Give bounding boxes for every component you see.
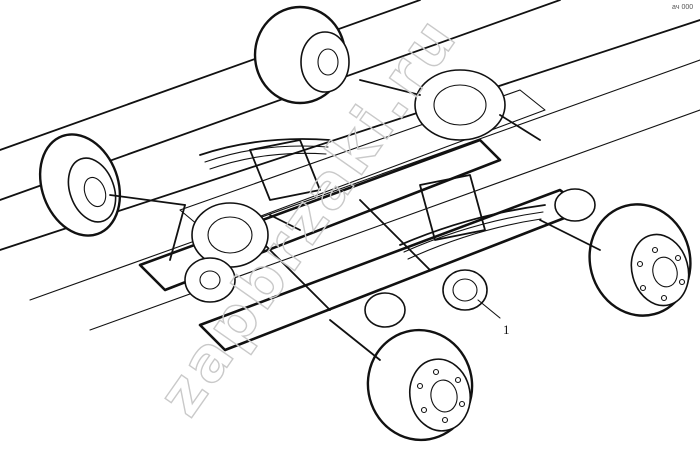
road-line-1: [0, 0, 421, 151]
spring-right-3: [407, 218, 542, 260]
frame-rail-left: [138, 138, 502, 292]
hub-bolts-right: [636, 246, 686, 302]
differential-rear: [359, 69, 541, 141]
hub-carrier-bottom: [329, 292, 406, 361]
axle-links-left: [169, 204, 301, 261]
hub-center-front-left: [83, 176, 107, 208]
callout-label-1: 1: [503, 322, 510, 337]
wheel-top: [253, 5, 350, 105]
differential-left: [169, 202, 301, 303]
diff-cover-left: [207, 216, 253, 254]
spring-right-1: [399, 204, 546, 246]
diff-cover-rear: [433, 84, 487, 126]
road-line-4: [29, 59, 700, 301]
spring-top-1: [199, 138, 331, 156]
carrier-body-right: [554, 188, 596, 222]
frame-crossmember-1: [259, 239, 331, 311]
brake-center-left: [199, 270, 221, 290]
brake-chamber-body: [442, 269, 488, 311]
hanger-center: [419, 174, 486, 241]
brake-chamber: [442, 269, 488, 311]
callout-1: 1: [477, 299, 510, 337]
frame-crossmember-2: [359, 199, 431, 271]
spring-right-2: [403, 211, 544, 253]
spring-top-2: [204, 145, 329, 163]
axle-shaft-right: [539, 219, 601, 251]
hub-center-top: [317, 48, 339, 76]
wheel-bottom: [366, 328, 474, 442]
axle-shaft-front-left: [109, 194, 186, 206]
hanger-top: [249, 139, 321, 201]
leaf-springs: [199, 138, 546, 260]
callout-leader-1: [477, 299, 501, 319]
axle-shaft-bottom: [329, 319, 381, 361]
hub-carrier-right: [539, 188, 601, 251]
wheel-right: [588, 203, 692, 317]
hub-bottom: [409, 358, 471, 432]
diff-housing-rear: [414, 69, 506, 141]
wheel-front-left: [38, 133, 186, 237]
hub-center-bottom: [430, 379, 458, 413]
axle-tubes-rear: [359, 79, 541, 141]
corner-mark: aч 000: [672, 4, 693, 11]
hub-front-left: [67, 157, 117, 223]
carrier-body-bottom: [364, 292, 406, 328]
hub-bolts-bottom: [416, 368, 466, 424]
hub-center-right: [652, 256, 678, 288]
brake-drum-left: [184, 257, 236, 303]
spring-top-3: [209, 152, 327, 170]
suspension-hanger: [249, 139, 486, 241]
hub-top: [300, 31, 350, 93]
brake-chamber-face: [452, 278, 478, 302]
